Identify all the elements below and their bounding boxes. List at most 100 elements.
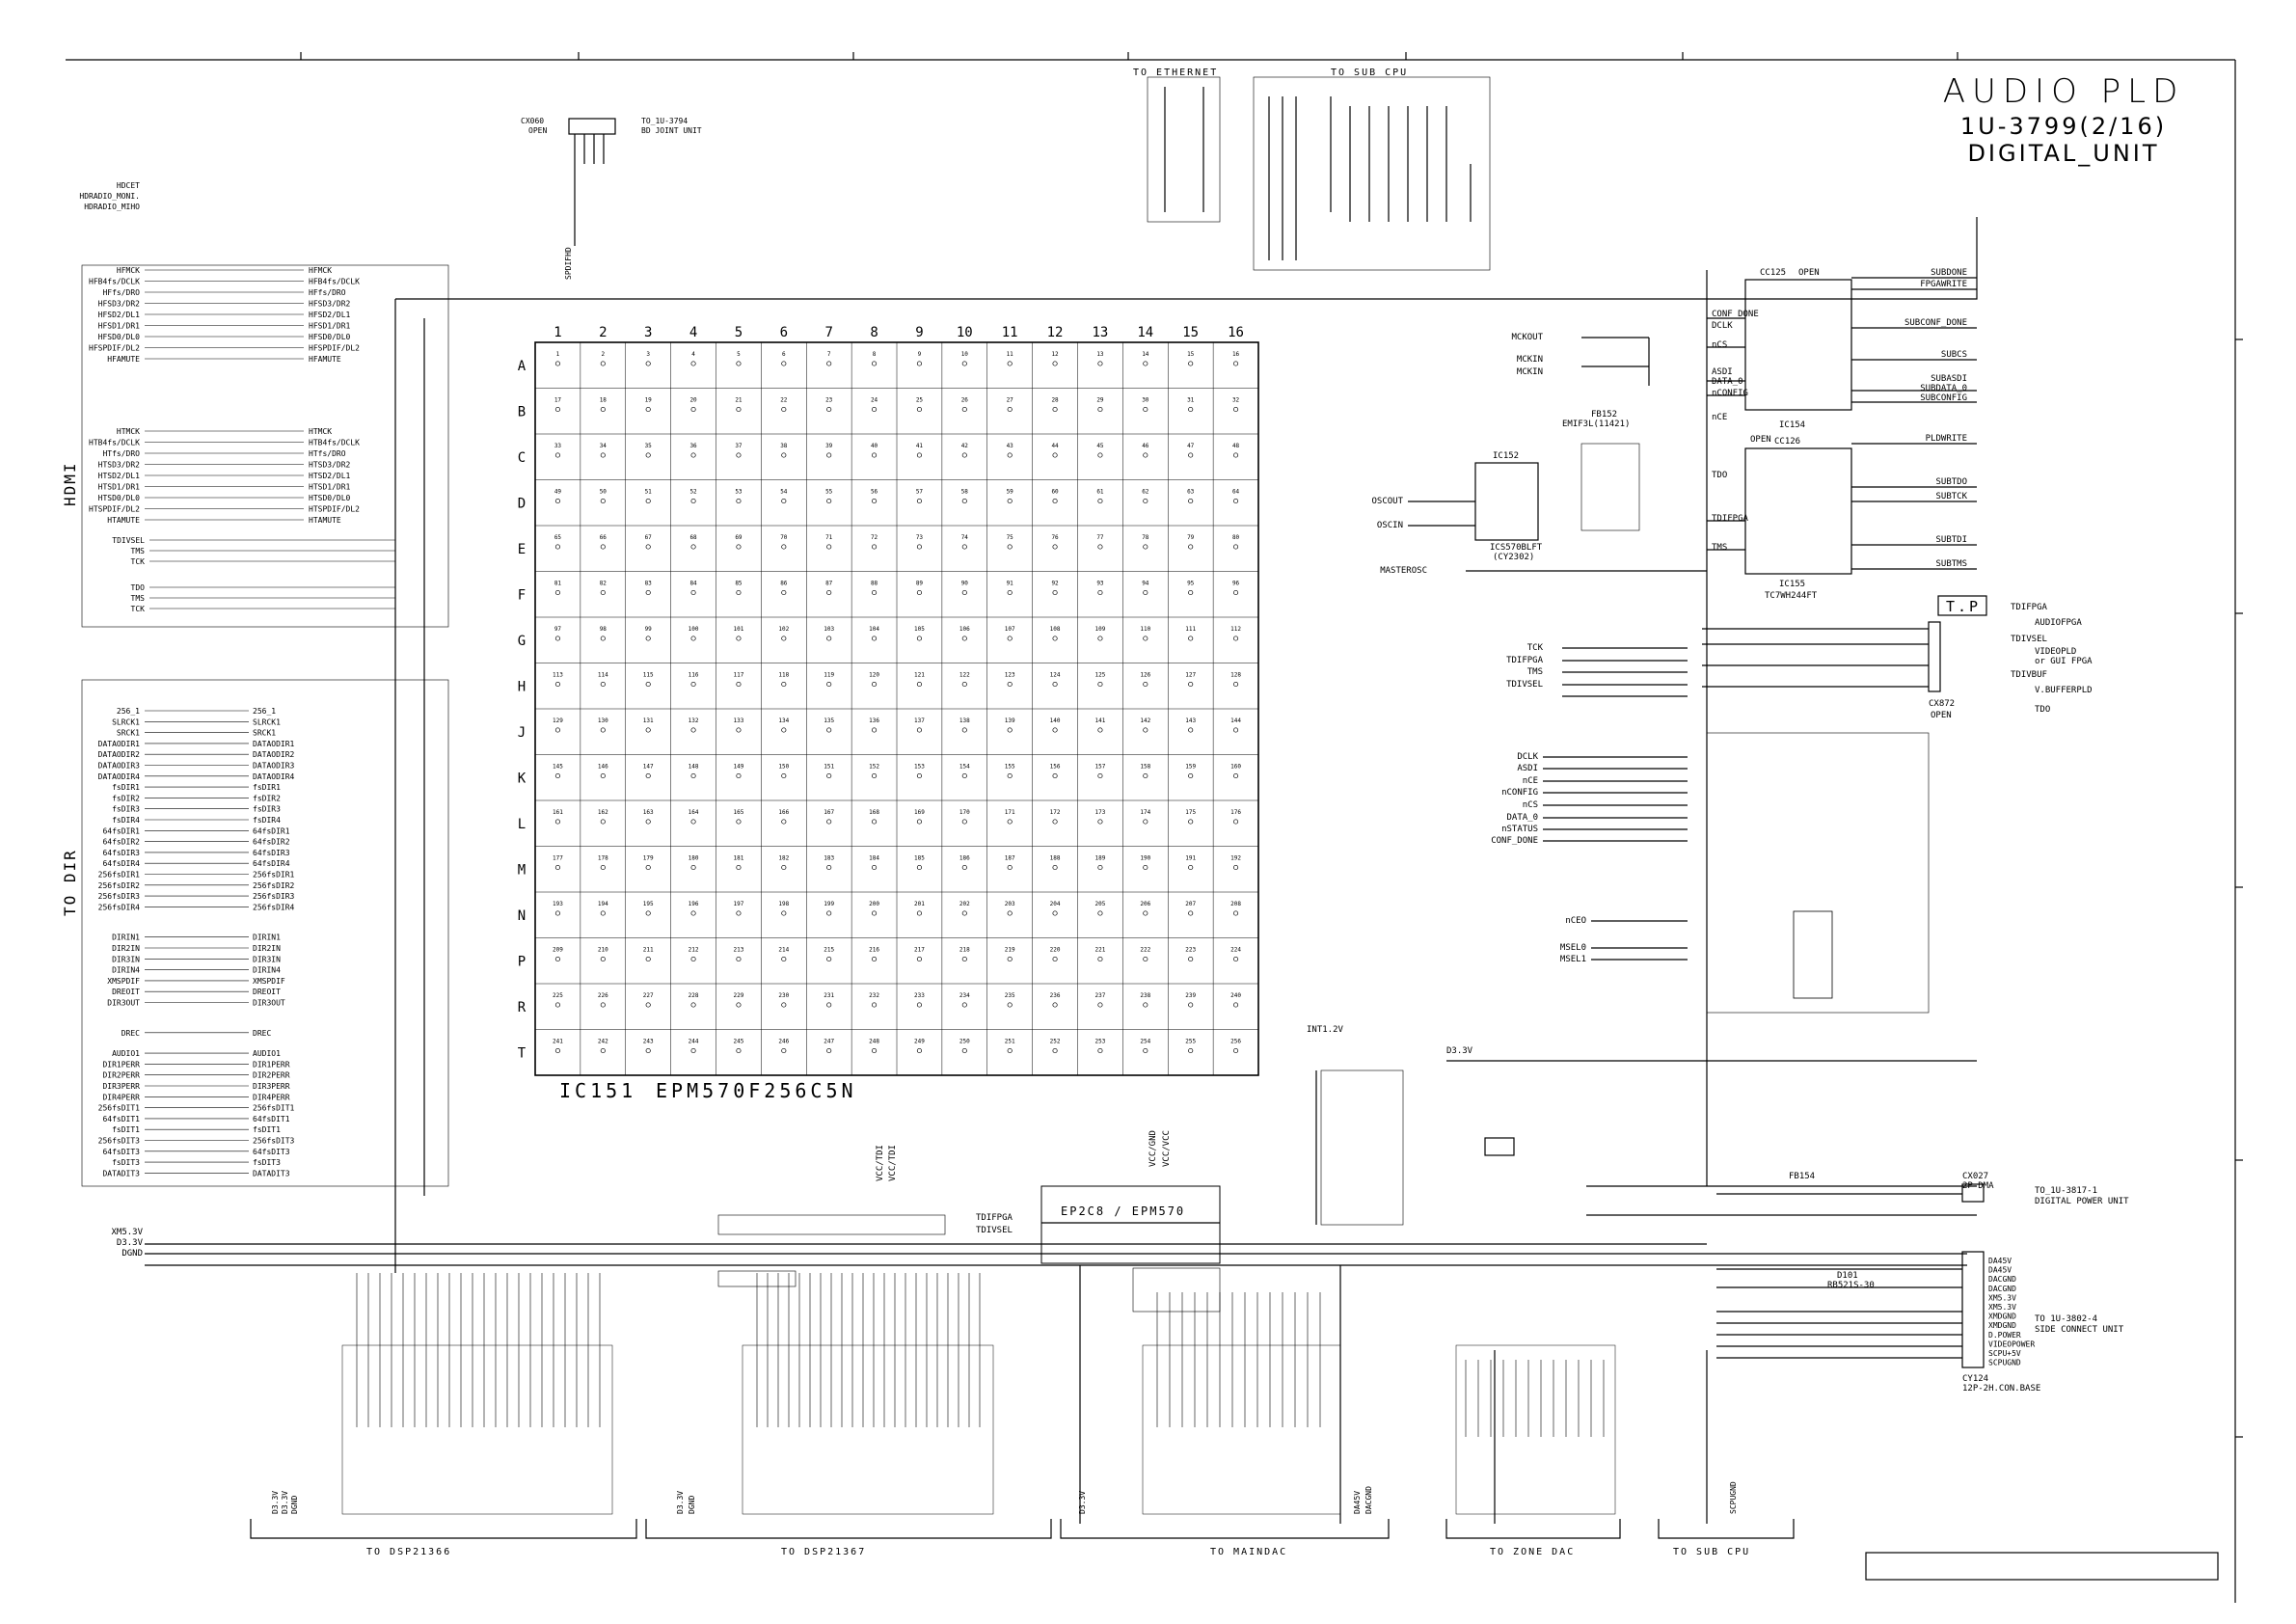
hdmi-out-signal: HTSD0/DL0 bbox=[98, 494, 141, 502]
ic151-pin-pad bbox=[1052, 956, 1058, 962]
ic151-pin-pad bbox=[736, 1002, 742, 1008]
ic151-pin-number: 114 bbox=[598, 672, 608, 679]
ic151-pin-number: 71 bbox=[825, 534, 833, 541]
ic151-pin-pad bbox=[872, 589, 878, 596]
ic151-pin-number: 3 bbox=[646, 351, 650, 358]
dir-label: TO DIR bbox=[61, 849, 79, 916]
ic151-pin-pad bbox=[1097, 864, 1103, 871]
dir-signal: 256fsDIT3 bbox=[98, 1137, 141, 1146]
ic151-pin-pad bbox=[690, 406, 696, 413]
ic151-pin-pad bbox=[781, 819, 787, 825]
jtag-left-signal: TDIVSEL bbox=[112, 536, 145, 545]
ic151-pin-pad bbox=[961, 727, 967, 733]
ic151-pin-number: 121 bbox=[914, 672, 925, 679]
ic151-pin-number: 54 bbox=[780, 489, 788, 496]
ic151-pin-pad bbox=[916, 681, 922, 688]
ic151-row-label: T bbox=[518, 1045, 527, 1061]
ic151-row-label: N bbox=[518, 908, 526, 924]
hdmi-in-signal-out: HFfs/DRO bbox=[309, 288, 346, 297]
dir-signal-out: 256fsDIT3 bbox=[253, 1137, 295, 1146]
ic151-pin-number: 165 bbox=[734, 809, 744, 816]
ic151-pin-number: 30 bbox=[1142, 397, 1149, 404]
side-connect-unit: SIDE CONNECT UNIT bbox=[2035, 1325, 2124, 1335]
ic151-column-label: 6 bbox=[780, 325, 788, 340]
ic151-pin-number: 108 bbox=[1050, 626, 1061, 633]
ic151-pin-pad bbox=[554, 544, 560, 550]
to-1u-3802: TO 1U-3802-4 bbox=[2035, 1314, 2097, 1324]
dir-signal: DIR3OUT bbox=[107, 999, 140, 1008]
ic151-pin-pad bbox=[1233, 361, 1239, 366]
ic151-pin-pad bbox=[1052, 498, 1058, 504]
ic151-pin-pad bbox=[645, 636, 651, 641]
ic151-pin-number: 138 bbox=[959, 717, 970, 724]
side-connector-pin: DACGND bbox=[1988, 1275, 2016, 1284]
ic151-pin-pad bbox=[554, 1002, 560, 1008]
cy124-label: CY124 bbox=[1962, 1374, 1988, 1384]
ic151-pin-number: 146 bbox=[598, 764, 608, 771]
dir-signal: 64fsDIR4 bbox=[102, 859, 140, 868]
ic151-pin-number: 188 bbox=[1050, 855, 1061, 862]
ic151-pin-pad bbox=[781, 361, 787, 366]
ic151-pin-pad bbox=[961, 956, 967, 962]
dir-signal: 64fsDIT3 bbox=[102, 1148, 140, 1156]
fb154-label: FB154 bbox=[1789, 1172, 1815, 1181]
ic151-pin-number: 34 bbox=[600, 443, 608, 449]
subtck-label: SUBTCK bbox=[1935, 492, 1967, 501]
ic151-pin-pad bbox=[1097, 681, 1103, 688]
dir-signal-out: 64fsDIT3 bbox=[253, 1148, 290, 1156]
to-ethernet-label: TO ETHERNET bbox=[1133, 68, 1218, 78]
ic151-pin-number: 230 bbox=[778, 992, 789, 999]
ic151-pin-pad bbox=[826, 910, 832, 916]
ic151-pin-pad bbox=[1007, 406, 1013, 413]
ic151-pin-pad bbox=[554, 727, 560, 733]
ic151-pin-pad bbox=[554, 772, 560, 779]
ic151-pin-number: 255 bbox=[1185, 1039, 1196, 1045]
ic151-pin-pad bbox=[736, 498, 742, 504]
fb152-label: FB152 bbox=[1591, 410, 1617, 420]
jtag-left-signal: TCK bbox=[131, 605, 146, 613]
ic151-pin-pad bbox=[1143, 452, 1148, 458]
dir-signal-out: AUDIO1 bbox=[253, 1049, 281, 1058]
ic151-pin-pad bbox=[872, 361, 878, 366]
ic151-column-label: 7 bbox=[824, 325, 832, 340]
dir-signal-out: DATADIT3 bbox=[253, 1169, 290, 1177]
ic151-pin-number: 40 bbox=[871, 443, 878, 449]
ic151-pin-number: 162 bbox=[598, 809, 608, 816]
dir-signal: DATAODIR1 bbox=[98, 740, 141, 748]
ic151-pin-pad bbox=[781, 406, 787, 413]
ic151-pin-number: 135 bbox=[824, 717, 834, 724]
ic151-pin-pad bbox=[690, 910, 696, 916]
cx027-label: CX027 bbox=[1962, 1172, 1988, 1181]
ic151-pin-number: 25 bbox=[916, 397, 924, 404]
conf-done-label: CONF_DONE bbox=[1712, 310, 1759, 319]
ic151-pin-pad bbox=[916, 910, 922, 916]
mr-data0: DATA_0 bbox=[1506, 813, 1538, 823]
bottom-power-label: DA45V bbox=[1353, 1491, 1362, 1514]
ic151-pin-number: 215 bbox=[824, 947, 834, 954]
ic151-pin-pad bbox=[645, 406, 651, 413]
cc126-label: CC126 bbox=[1774, 437, 1800, 447]
side-connector-pin: XM5.3V bbox=[1988, 1293, 2016, 1302]
ic151-pin-pad bbox=[1007, 819, 1013, 825]
ic151-pin-pad bbox=[961, 544, 967, 550]
ic151-pin-number: 92 bbox=[1051, 581, 1059, 587]
ic151-pin-number: 14 bbox=[1142, 351, 1149, 358]
fb152-part: EMIF3L(11421) bbox=[1562, 420, 1630, 429]
hdmi-out-signal-out: HTSD2/DL1 bbox=[309, 472, 351, 480]
ic151-pin-pad bbox=[961, 636, 967, 641]
cy124-part: 12P-2H.CON.BASE bbox=[1962, 1384, 2040, 1394]
dir-signal-out: DIRIN1 bbox=[253, 934, 281, 942]
ic151-pin-pad bbox=[736, 636, 742, 641]
ic151-pin-number: 96 bbox=[1232, 581, 1240, 587]
ic151-pin-number: 38 bbox=[780, 443, 788, 449]
power-d33-label: D3.3V bbox=[117, 1238, 144, 1248]
jtag-mid-1: VCC/TDI bbox=[888, 1145, 898, 1181]
ic151-row-label: J bbox=[518, 725, 526, 741]
oscin-label: OSCIN bbox=[1377, 521, 1403, 530]
ic151-pin-pad bbox=[961, 681, 967, 688]
ic151-pin-number: 256 bbox=[1230, 1039, 1241, 1045]
ic151-column-label: 16 bbox=[1228, 325, 1244, 340]
ic151-pin-pad bbox=[826, 452, 832, 458]
ic151-pin-number: 197 bbox=[734, 901, 744, 907]
mckout-label: MCKOUT bbox=[1511, 333, 1543, 342]
